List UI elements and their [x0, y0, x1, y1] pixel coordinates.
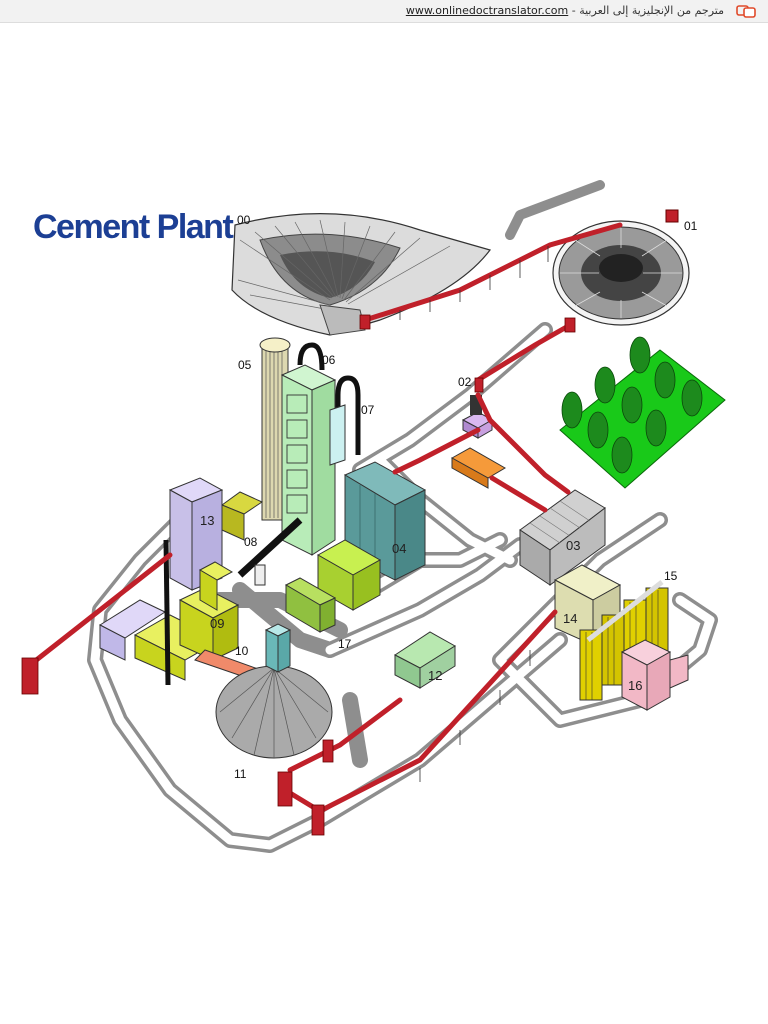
label-14: 14: [563, 611, 577, 626]
label-01: 01: [684, 219, 698, 233]
translator-bar: www.onlinedoctranslator.com - مترجم من ا…: [0, 0, 768, 23]
label-16: 16: [628, 678, 642, 693]
label-04: 04: [392, 541, 406, 556]
unit-01-crusher-pit: [552, 209, 690, 326]
label-02: 02: [458, 375, 472, 389]
translator-separator: -: [568, 4, 580, 17]
orange-shed: [450, 447, 506, 489]
conveyor-network: [27, 222, 623, 815]
unit-00-stockpile: [231, 213, 492, 336]
label-07: 07: [361, 403, 375, 417]
unit-16-packing: [620, 639, 689, 711]
label-10: 10: [235, 644, 249, 658]
label-00: 00: [237, 213, 251, 227]
unit-03-storage-hall: [519, 489, 606, 586]
unit-12-building: [394, 631, 456, 689]
unit-13-office: [98, 477, 224, 661]
unit-07-cyclone: [329, 375, 361, 466]
label-09: 09: [210, 616, 224, 631]
unit-06-preheater-tower: [280, 342, 337, 556]
label-03: 03: [566, 538, 580, 553]
olive-block: [220, 491, 264, 541]
label-12: 12: [428, 668, 442, 683]
tree-park: [559, 336, 726, 489]
label-06: 06: [322, 353, 336, 367]
label-05: 05: [238, 358, 252, 372]
conveyor-transfer-towers: [21, 314, 576, 836]
label-15: 15: [664, 569, 678, 583]
unit-17-building: [284, 539, 382, 633]
translator-bar-text: www.onlinedoctranslator.com - مترجم من ا…: [406, 4, 724, 17]
label-17: 17: [338, 637, 352, 651]
translator-logo-icon: [736, 5, 756, 18]
unit-04-raw-mill: [343, 461, 427, 581]
label-08: 08: [244, 535, 258, 549]
translator-site-link[interactable]: www.onlinedoctranslator.com: [405, 4, 569, 17]
label-13: 13: [200, 513, 214, 528]
unit-11-dome-store: [215, 623, 333, 759]
page-title: Cement Plant: [33, 208, 234, 246]
label-11: 11: [234, 767, 247, 781]
conveyor-supports: [399, 246, 549, 782]
unit-08-kiln: [237, 517, 303, 586]
unit-09-cement-mill: [133, 539, 240, 686]
translator-arabic-text: مترجم من الإنجليزية إلى العربية: [579, 4, 724, 17]
